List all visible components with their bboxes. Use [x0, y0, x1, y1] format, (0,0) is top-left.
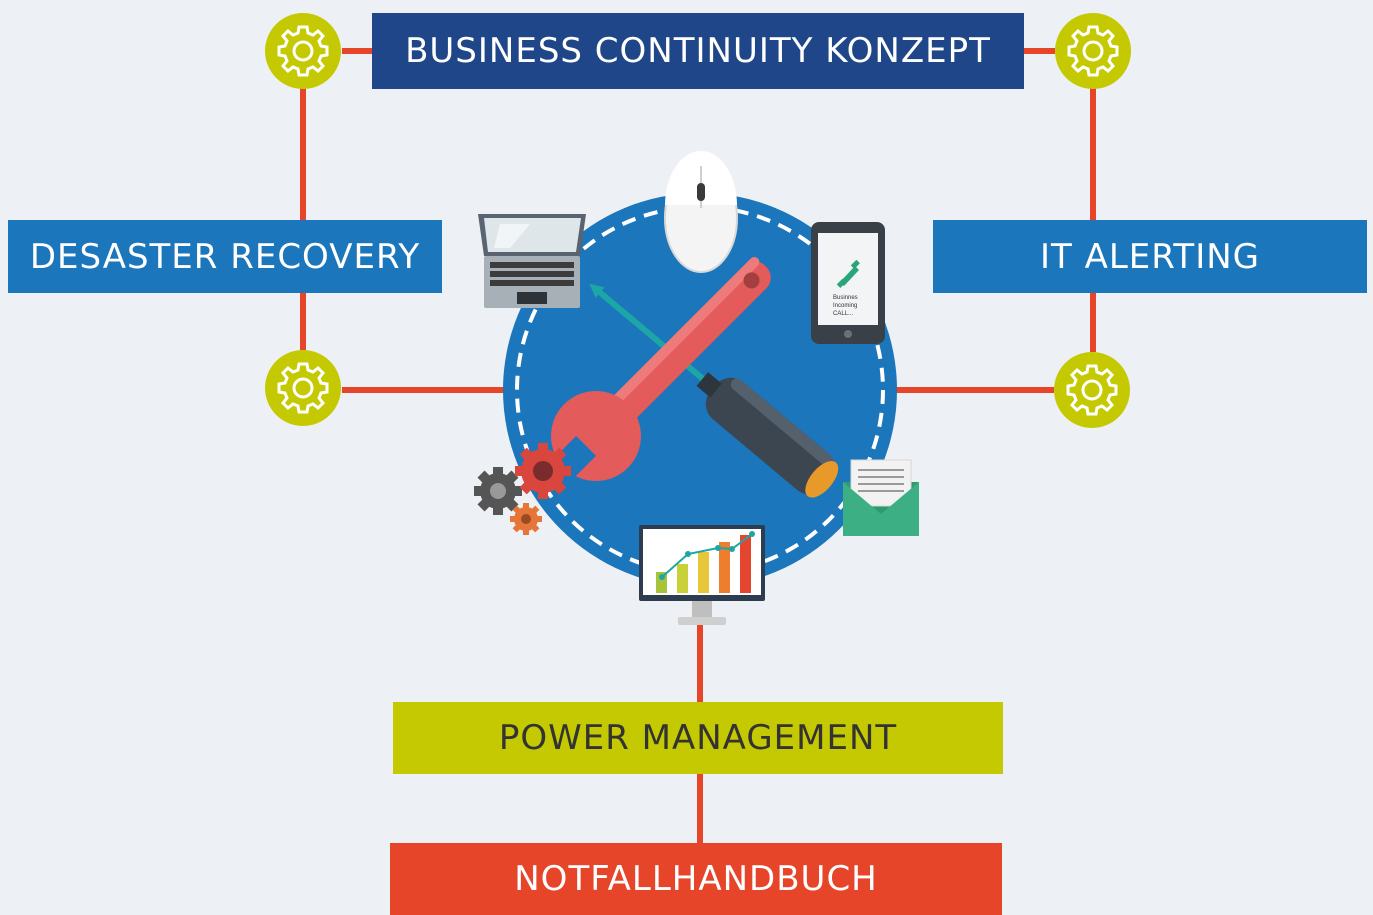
notfallhandbuch-label: NOTFALLHANDBUCH	[390, 843, 1002, 915]
gear-icon	[1052, 350, 1132, 430]
gear-icon	[1053, 11, 1133, 91]
phone-line-3: CALL...	[833, 311, 853, 317]
gear-icon	[263, 348, 343, 428]
screwdriver-handle	[696, 372, 839, 498]
mouse-icon	[664, 151, 738, 273]
power-management-label: POWER MANAGEMENT	[393, 702, 1003, 774]
screwdriver-icon	[589, 283, 722, 396]
it-alerting-label: IT ALERTING	[933, 220, 1367, 293]
desaster-recovery-label: DESASTER RECOVERY	[8, 220, 442, 293]
business-continuity-label: BUSINESS CONTINUITY KONZEPT	[372, 13, 1024, 89]
laptop-icon	[478, 214, 586, 308]
smartphone-icon: Businnes Incoming CALL...	[811, 222, 885, 344]
wrench-icon	[550, 257, 771, 482]
connector-lines	[300, 48, 1096, 843]
envelope-icon	[843, 459, 919, 536]
phone-line-1: Businnes	[833, 295, 858, 301]
phone-line-2: Incoming	[833, 303, 857, 309]
gear-icon	[263, 11, 343, 91]
monitor-chart-icon	[639, 525, 765, 625]
